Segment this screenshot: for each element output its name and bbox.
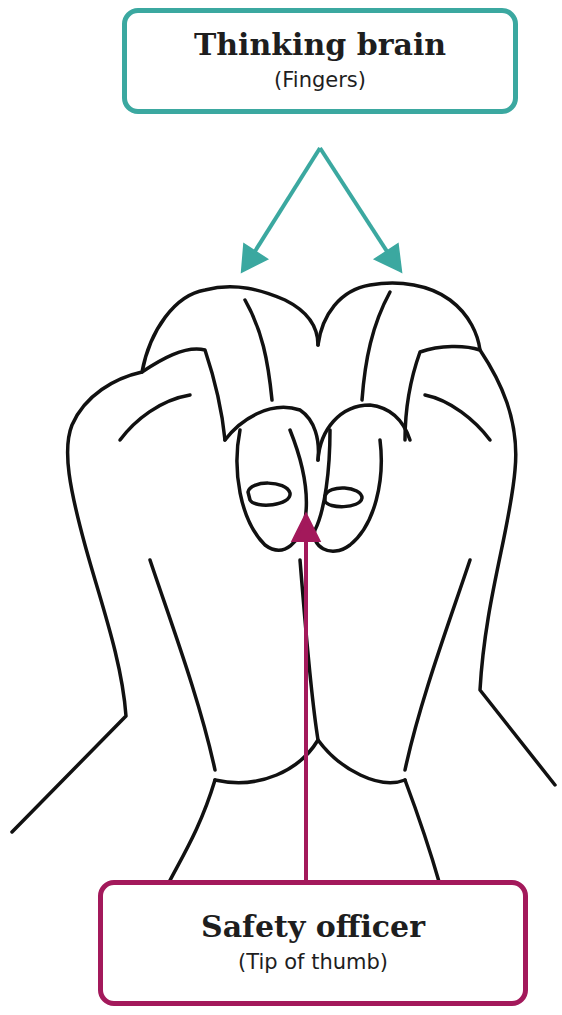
palm-line — [215, 740, 405, 783]
leader-arrow — [320, 148, 390, 256]
finger-fold — [120, 395, 190, 440]
wrist-line — [165, 780, 215, 890]
finger-fold — [425, 395, 490, 440]
finger-fold — [362, 292, 390, 400]
thumb-nail — [325, 488, 362, 507]
wrist-line — [405, 780, 440, 885]
thumb-nail — [248, 483, 290, 505]
callout-subtitle: (Tip of thumb) — [238, 949, 388, 976]
finger-fold — [405, 346, 480, 440]
palm-line — [150, 560, 215, 770]
callout-box: Thinking brain (Fingers) — [122, 8, 518, 114]
leader-arrow — [304, 535, 308, 882]
finger-fold — [245, 300, 272, 400]
callout-box: Safety officer (Tip of thumb) — [98, 880, 528, 1006]
thumb — [314, 430, 381, 551]
leader-arrow — [252, 148, 320, 256]
index-finger-curl — [318, 405, 410, 460]
arrow-head — [294, 516, 318, 540]
palm-line — [405, 560, 470, 770]
callout-title: Thinking brain — [194, 27, 446, 63]
right-hand-outline — [318, 283, 555, 785]
finger-fold — [142, 349, 225, 440]
arrow-head — [243, 246, 265, 270]
palm-line — [300, 560, 318, 740]
arrow-head — [377, 246, 400, 270]
callout-subtitle: (Fingers) — [274, 67, 366, 94]
left-hand-outline — [12, 287, 318, 832]
callout-title: Safety officer — [201, 909, 425, 945]
